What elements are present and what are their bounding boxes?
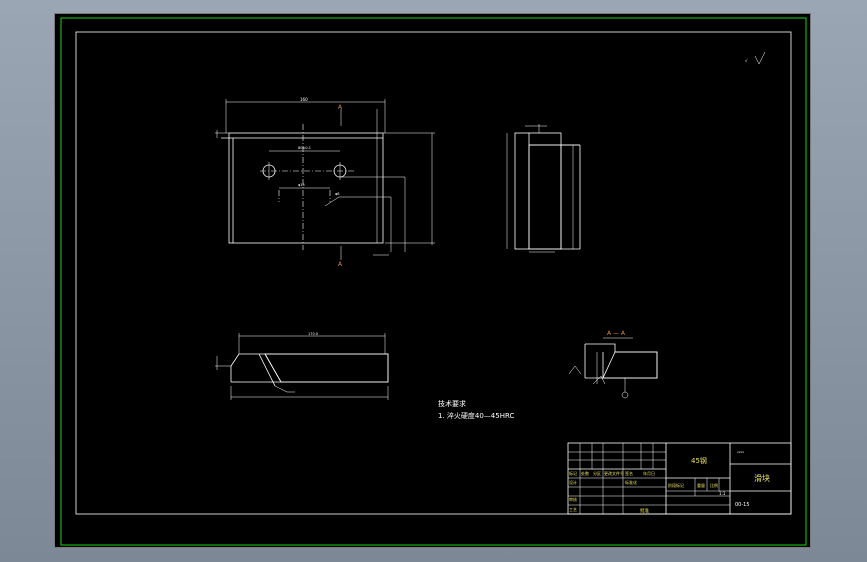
dim-hole-depth: φ8	[335, 192, 340, 196]
row-label-count: 处数	[581, 470, 589, 476]
standard-label: 标准化	[625, 479, 637, 485]
section-marker-top: A	[338, 104, 343, 111]
notes-heading: 技术要求	[438, 399, 466, 408]
section-a-a-view: A — A	[568, 330, 658, 399]
scale-label: 比例	[710, 482, 718, 488]
dim-hole-dia: φ15	[298, 183, 305, 187]
top-right-label: xxxx	[737, 450, 744, 454]
row-label-date: 年月日	[643, 470, 655, 476]
surface-roughness-note: √	[745, 51, 766, 65]
row-label-change: 更改文件号	[604, 470, 624, 476]
section-marker-bottom: A	[338, 261, 343, 268]
section-a-a-title: A — A	[607, 330, 626, 337]
row-label-mark: 标记	[569, 470, 577, 476]
section-a-a-hatch	[602, 351, 658, 379]
approve-label: 批准	[640, 507, 649, 514]
drawing-sheet: 160 A A 80±0.1 φ15 φ8	[54, 13, 811, 548]
long-section-view: 170.0	[215, 332, 389, 400]
material-label: 45钢	[691, 456, 707, 465]
front-view: 160 A A 80±0.1 φ15 φ8	[215, 97, 435, 268]
dim-top: 160	[300, 97, 308, 102]
part-name: 滑块	[754, 473, 770, 483]
outer-border	[60, 17, 807, 546]
engineering-drawing: 160 A A 80±0.1 φ15 φ8	[60, 17, 807, 546]
roughness-symbol	[621, 391, 629, 399]
drawing-number: 00-15	[735, 502, 750, 508]
roughness-label: √	[745, 58, 748, 63]
dim-bottom-width: 170.0	[308, 332, 318, 336]
weight-label: 重量	[697, 482, 705, 488]
process-label: 工艺	[569, 507, 577, 512]
front-view-outline	[228, 132, 384, 244]
title-block: 45钢 滑块 xxxx 00-15 1:1 阶段标记 重量 比例 批准 标记 处…	[567, 442, 792, 515]
drawing-frame	[75, 31, 792, 515]
dim-hole-spacing: 80±0.1	[298, 146, 311, 150]
scale-value: 1:1	[719, 491, 726, 496]
design-label: 设计	[569, 479, 577, 485]
side-view	[506, 124, 581, 253]
long-section-hatch	[264, 353, 389, 383]
stage-label: 阶段标记	[668, 482, 684, 488]
row-label-sign: 签名	[625, 470, 633, 476]
side-view-hatched-section	[528, 144, 562, 250]
review-label: 审核	[569, 496, 577, 502]
notes-line-1: 1. 淬火硬度40—45HRC	[438, 411, 514, 420]
row-label-zone: 分区	[593, 470, 601, 476]
